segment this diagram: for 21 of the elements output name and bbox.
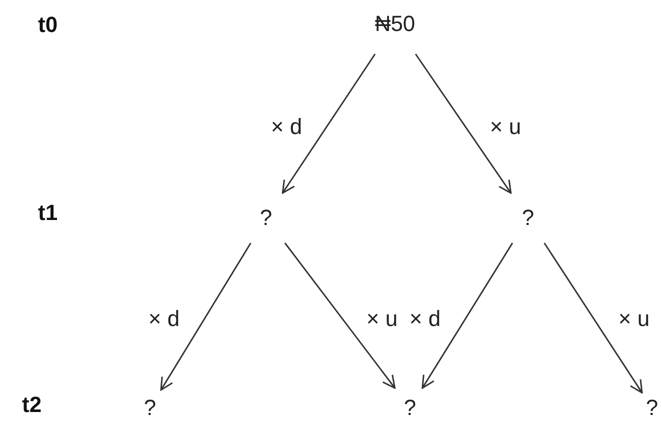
- time-label: t0: [38, 12, 58, 38]
- node-value: ?: [522, 205, 534, 231]
- arrow: [544, 242, 643, 394]
- node-value: ?: [646, 395, 658, 421]
- arrow: [284, 242, 396, 389]
- edge-label: × u: [490, 114, 522, 140]
- node-value: ?: [260, 205, 272, 231]
- time-label: t1: [38, 200, 58, 226]
- time-label: t2: [22, 392, 42, 418]
- edge-label: × u: [366, 306, 398, 332]
- edge-label: × d: [409, 306, 441, 332]
- arrow: [160, 242, 252, 391]
- arrow: [282, 54, 376, 194]
- edge-label: × d: [270, 114, 302, 140]
- node-value: ₦50: [374, 11, 416, 37]
- arrow: [414, 54, 512, 194]
- node-value: ?: [404, 395, 416, 421]
- edge-label: × u: [618, 306, 650, 332]
- node-value: ?: [144, 395, 156, 421]
- edge-label: × d: [148, 306, 180, 332]
- arrow: [422, 242, 514, 389]
